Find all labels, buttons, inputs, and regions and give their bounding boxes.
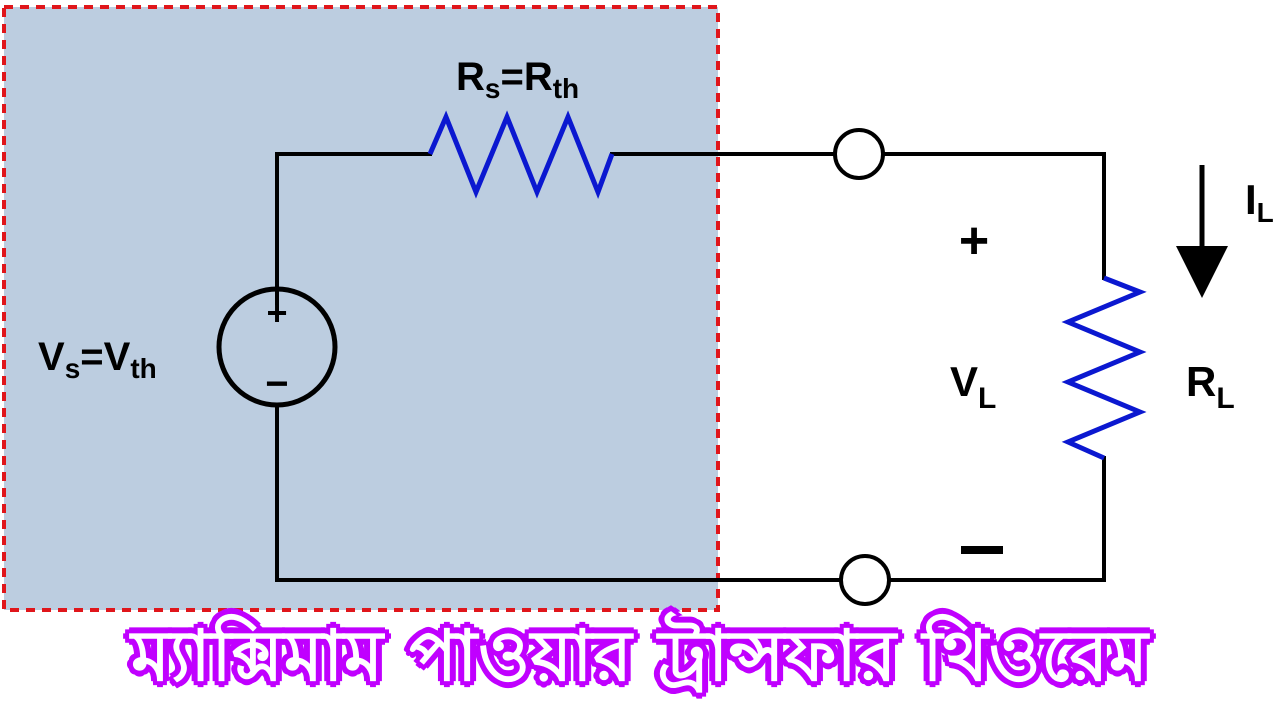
wire-top-right [882,152,1106,280]
label-load-plus: + [959,212,989,270]
wire-bottom-left [275,404,842,582]
label-load-resistor: RL [1186,358,1235,415]
label-source-voltage: Vs=Vth [38,335,157,384]
source-minus-sign: − [265,362,288,406]
thevenin-equivalent-box [2,5,720,612]
label-load-voltage: VL [950,358,996,415]
current-arrow-icon [1176,165,1228,298]
voltage-source [216,286,338,408]
load-resistor [1061,275,1147,461]
terminal-bottom [839,554,891,606]
source-plus-sign: + [266,292,287,333]
wires [275,152,1106,582]
label-source-resistor: Rs=Rth [456,55,579,104]
wire-top-left [275,152,432,305]
source-resistor [427,110,615,199]
title-banner: ম্যাক্সিমাম পাওয়ার ট্রান্সফার থিওরেম [131,614,1149,697]
label-load-minus [961,546,1003,554]
label-load-current: IL [1245,176,1274,228]
terminal-top [833,128,885,180]
